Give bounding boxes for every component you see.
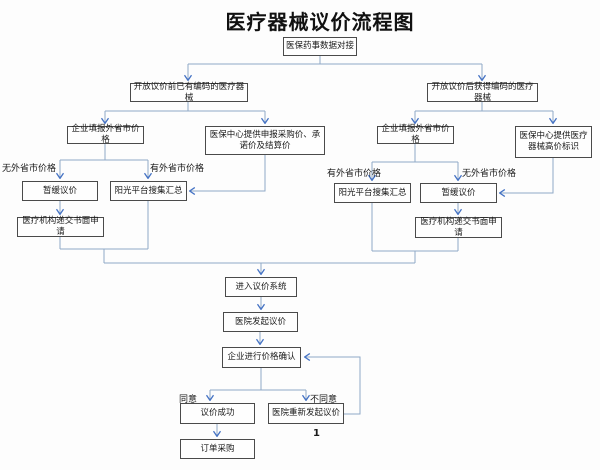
edge-label-agree: 同意 xyxy=(179,395,198,405)
node-suspend-left: 暂缓议价 xyxy=(22,181,98,201)
edge-label-no-province-price-right: 无外省市价格 xyxy=(462,169,517,179)
node-high-price-flag: 医保中心提供医疗器械高价标识 xyxy=(515,126,592,158)
node-open-after-coded: 开放议价后获得编码的医疗器械 xyxy=(427,82,538,103)
edge-label-no-province-price-left: 无外省市价格 xyxy=(2,164,57,174)
node-written-apply-left: 医疗机构递交书面申请 xyxy=(17,216,104,237)
node-open-before-coded: 开放议价前已有编码的医疗器械 xyxy=(130,82,248,103)
node-enterprise-fill-right: 企业填报外省市价格 xyxy=(377,124,454,145)
node-enter-system: 进入议价系统 xyxy=(225,277,297,297)
node-enterprise-confirm: 企业进行价格确认 xyxy=(222,347,301,368)
node-written-apply-right: 医疗机构递交书面申请 xyxy=(415,217,502,238)
node-suspend-right: 暂缓议价 xyxy=(420,183,497,203)
page-number: 1 xyxy=(313,428,320,439)
node-order: 订单采购 xyxy=(180,439,255,459)
node-enterprise-fill-left: 企业填报外省市价格 xyxy=(67,124,144,145)
node-success: 议价成功 xyxy=(180,403,255,424)
node-hospital-initiate: 医院发起议价 xyxy=(223,312,298,332)
node-reinitiate: 医院重新发起议价 xyxy=(268,403,344,424)
page-title: 医疗器械议价流程图 xyxy=(225,10,415,34)
node-center-provide-prices: 医保中心提供申报采购价、承诺价及结算价 xyxy=(205,126,325,155)
edge-label-has-province-price-left: 有外省市价格 xyxy=(150,164,205,174)
edge-label-disagree: 不同意 xyxy=(310,395,338,405)
node-sunshine-collect-left: 阳光平台搜集汇总 xyxy=(110,181,187,201)
node-sunshine-collect-right: 阳光平台搜集汇总 xyxy=(334,183,411,203)
edge-label-has-province-price-right: 有外省市价格 xyxy=(327,169,382,179)
node-data-dock: 医保药事数据对接 xyxy=(283,37,357,56)
